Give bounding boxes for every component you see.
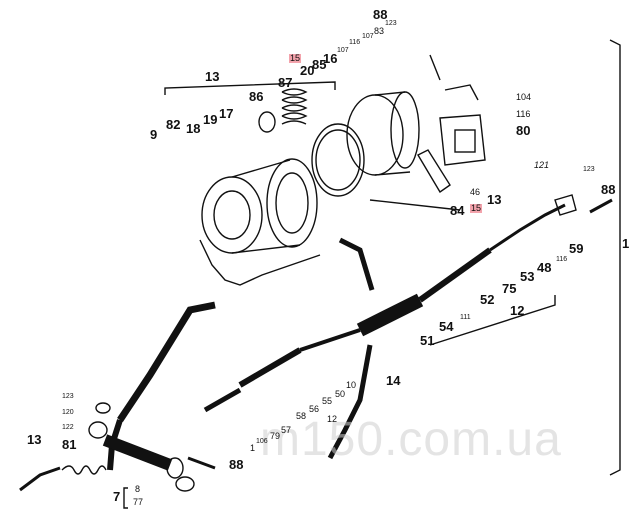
label-116-top: 116 <box>349 39 361 46</box>
label-12-right: 12 <box>510 303 525 318</box>
label-88-bottom: 88 <box>229 457 244 472</box>
label-107: 107 <box>362 33 374 40</box>
label-75: 75 <box>502 281 517 296</box>
label-57: 57 <box>281 425 292 435</box>
label-79: 79 <box>270 431 281 441</box>
label-84: 84 <box>450 203 465 218</box>
label-104: 104 <box>516 92 532 102</box>
label-20: 20 <box>300 63 315 78</box>
label-86: 86 <box>249 89 264 104</box>
label-46: 46 <box>470 187 481 197</box>
label-77: 77 <box>133 497 144 507</box>
label-121: 121 <box>534 160 550 170</box>
label-17: 17 <box>219 106 234 121</box>
label-55: 55 <box>322 396 333 406</box>
label-87: 87 <box>278 75 293 90</box>
label-107b: 107 <box>337 47 349 54</box>
label-85: 85 <box>312 57 327 72</box>
label-83: 83 <box>374 26 385 36</box>
label-18: 18 <box>186 121 201 136</box>
label-9: 9 <box>150 127 158 142</box>
label-7: 7 <box>113 489 121 504</box>
label-123-top: 123 <box>385 20 397 27</box>
label-53: 53 <box>520 269 535 284</box>
label-81: 81 <box>62 437 77 452</box>
label-16: 16 <box>323 51 338 66</box>
label-14: 14 <box>386 373 401 388</box>
label-88-top: 88 <box>373 7 388 22</box>
label-116-mid: 116 <box>556 256 568 263</box>
label-8: 8 <box>135 484 141 494</box>
watermark-text: m150.com.ua <box>260 413 562 466</box>
label-52: 52 <box>480 292 495 307</box>
label-54: 54 <box>439 319 454 334</box>
label-51: 51 <box>420 333 435 348</box>
label-13-left: 13 <box>27 432 42 447</box>
label-111: 111 <box>460 314 471 321</box>
label-123-right: 123 <box>583 166 595 173</box>
label-120: 120 <box>62 409 74 416</box>
label-106: 106 <box>256 438 268 445</box>
label-15-top: 15 <box>289 53 302 63</box>
label-59: 59 <box>569 241 584 256</box>
label-19: 19 <box>203 112 218 127</box>
label-80: 80 <box>516 123 531 138</box>
label-1-right: 1 <box>622 236 630 251</box>
label-123-left: 123 <box>62 393 74 400</box>
label-12-bottom: 12 <box>327 414 338 424</box>
label-13-top: 13 <box>205 69 220 84</box>
label-15-right: 15 <box>470 203 483 213</box>
label-58: 58 <box>296 411 307 421</box>
label-13-right: 13 <box>487 192 502 207</box>
label-122: 122 <box>62 424 74 431</box>
label-1-bottom: 1 <box>250 443 256 453</box>
label-50: 50 <box>335 389 346 399</box>
label-10: 10 <box>346 380 357 390</box>
label-56: 56 <box>309 404 320 414</box>
label-88-right: 88 <box>601 182 616 197</box>
label-82: 82 <box>166 117 181 132</box>
label-116-right: 116 <box>516 109 531 119</box>
label-48: 48 <box>537 260 552 275</box>
